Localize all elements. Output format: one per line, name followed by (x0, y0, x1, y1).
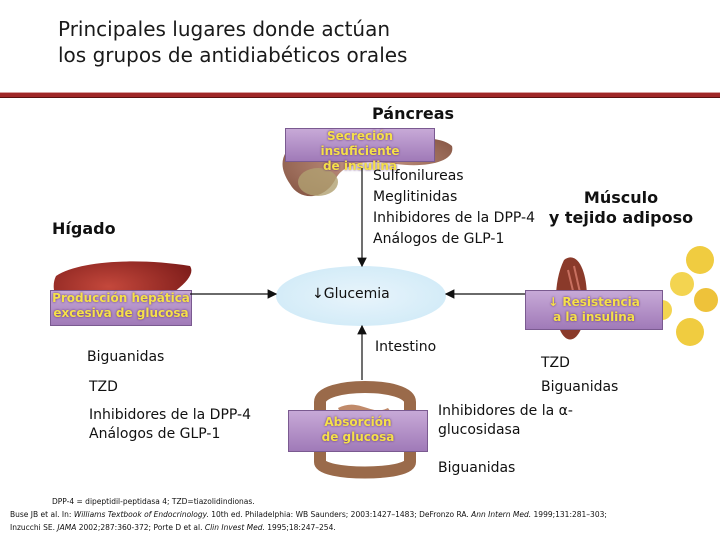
footnote-references-2: Inzucchi SE. JAMA 2002;287:360-372; Port… (10, 522, 336, 533)
ref-text: Inzucchi SE. (10, 523, 58, 532)
intestino-drug-2: glucosidasa (438, 422, 521, 438)
slide-title: Principales lugares donde actúan los gru… (58, 16, 407, 68)
ref-italic: Williams Textbook of Endocrinology. (73, 510, 209, 519)
pancreas-label: Páncreas (372, 104, 455, 123)
higado-problem-box: Producción hepática excesiva de glucosa (50, 290, 192, 326)
intestino-drug-3: Biguanidas (438, 460, 516, 476)
title-line-2: los grupos de antidiabéticos orales (58, 43, 408, 67)
musculo-problem-box: ↓ Resistencia a la insulina (525, 290, 663, 330)
ref-italic: Ann Intern Med. (471, 510, 532, 519)
intestino-drug-1: Inhibidores de la α- (438, 403, 573, 419)
ref-text: Buse JB et al. In: (10, 510, 74, 519)
title-line-1: Principales lugares donde actúan (58, 17, 391, 41)
footnote-references-1: Buse JB et al. In: Williams Textbook of … (10, 509, 607, 520)
ref-italic: Clin Invest Med. (204, 523, 265, 532)
higado-drug-4: Análogos de GLP-1 (89, 426, 221, 442)
higado-label: Hígado (52, 219, 116, 238)
musculo-box-line-1: ↓ Resistencia (548, 295, 640, 309)
musculo-drug-2: Biguanidas (541, 379, 619, 395)
pancreas-drug-4: Análogos de GLP-1 (373, 231, 505, 247)
intestino-box-line-1: Absorción (324, 415, 392, 429)
ref-italic: JAMA (57, 523, 77, 532)
pancreas-problem-box: Secreción insuficiente de insulina (285, 128, 435, 173)
musculo-label-line-1: Músculo (583, 188, 659, 207)
intestino-drug-list: Inhibidores de la α- glucosidasa (438, 402, 573, 440)
intestino-problem-box: Absorción de glucosa (288, 410, 428, 452)
intestino-box-line-2: de glucosa (321, 430, 395, 444)
ref-text: 1995;18:247–254. (264, 523, 336, 532)
footnote-abbreviations: DPP-4 = dipeptidil-peptidasa 4; TZD=tiaz… (52, 497, 255, 506)
pancreas-box-line-2: de insulina (322, 159, 398, 173)
higado-box-line-1: Producción hepática (52, 291, 190, 305)
higado-box-line-2: excesiva de glucosa (53, 306, 189, 320)
musculo-box-line-2: a la insulina (553, 310, 635, 324)
higado-drug-list: Inhibidores de la DPP-4 Análogos de GLP-… (89, 406, 251, 444)
pancreas-drug-2: Meglitinidas (373, 189, 458, 205)
ref-text: 2002;287:360-372; Porte D et al. (76, 523, 205, 532)
pancreas-box-line-1: Secreción insuficiente (320, 129, 400, 158)
higado-drug-1: Biguanidas (87, 349, 165, 365)
musculo-label: Músculo y tejido adiposo (540, 188, 702, 228)
pancreas-drug-3: Inhibidores de la DPP-4 (373, 210, 535, 226)
ref-text: 1999;131:281–303; (531, 510, 607, 519)
title-rule (0, 92, 720, 98)
ref-text: 10th ed. Philadelphia: WB Saunders; 2003… (208, 510, 472, 519)
pancreas-drug-list: Sulfonilureas Meglitinidas Inhibidores d… (373, 166, 535, 250)
glucemia-label: ↓Glucemia (312, 286, 390, 302)
intestino-label: Intestino (375, 339, 437, 355)
higado-drug-3: Inhibidores de la DPP-4 (89, 407, 251, 423)
musculo-label-line-2: y tejido adiposo (548, 208, 694, 227)
musculo-drug-1: TZD (541, 355, 570, 371)
glucemia-ellipse (276, 266, 446, 326)
pancreas-drug-1: Sulfonilureas (373, 168, 464, 184)
higado-drug-2: TZD (89, 379, 118, 395)
